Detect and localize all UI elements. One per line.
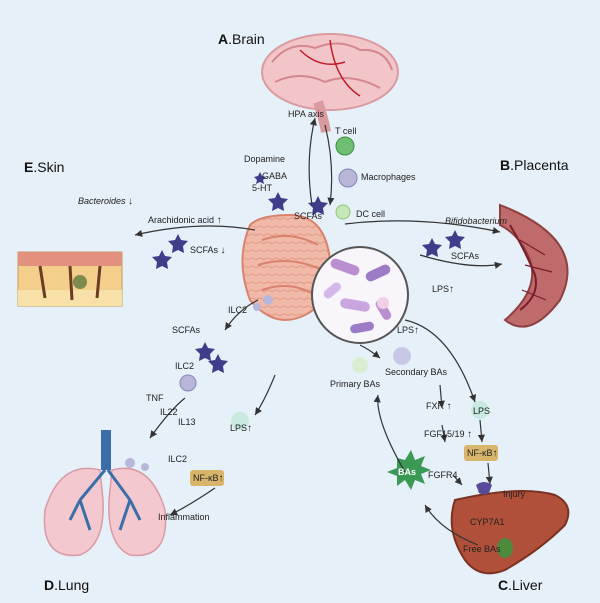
liver-illustration — [450, 490, 570, 575]
label-scfas-placenta: SCFAs — [451, 251, 480, 261]
label-inflammation: Inflammation — [158, 512, 210, 522]
label-macrophages: Macrophages — [361, 172, 416, 182]
title-brain: A.Brain — [218, 31, 265, 47]
label-t-cell: T cell — [335, 126, 357, 136]
label-fxr: FXR ↑ — [426, 401, 452, 412]
lung-illustration — [43, 430, 167, 557]
label-arachidonic-acid: Arachidonic acid ↑ — [148, 215, 222, 226]
label-lps-liver2: LPS — [473, 406, 491, 416]
cell-markers — [125, 136, 489, 471]
placenta-illustration — [499, 203, 569, 328]
label-ilc2-mid: ILC2 — [175, 361, 195, 371]
label-5ht: 5-HT — [252, 183, 272, 193]
scfa-star-markers — [152, 172, 465, 373]
title-placenta: B.Placenta — [500, 157, 569, 173]
label-scfas-lung: SCFAs — [172, 325, 201, 335]
label-bas: BAs — [398, 467, 417, 477]
label-fgfr4: FGFR4 — [428, 470, 458, 480]
label-nfkb-liver: NF-κB↑ — [467, 448, 498, 459]
fgfr4-receptor — [476, 482, 492, 495]
label-dopamine: Dopamine — [244, 154, 286, 164]
label-bacteroides: Bacteroides ↓ — [78, 196, 134, 207]
label-lps-lung: LPS↑ — [230, 423, 253, 434]
label-gaba: GABA — [262, 171, 288, 181]
label-bifidobacterium: Bifidobacterium — [445, 216, 508, 226]
label-secondary-bas: Secondary BAs — [385, 367, 448, 377]
label-injury: Injury — [503, 489, 526, 499]
label-scfas-brain: SCFAs — [294, 211, 323, 221]
label-fgf1519: FGF15/19 ↑ — [424, 429, 473, 440]
title-liver: C.Liver — [498, 577, 543, 593]
title-skin: E.Skin — [24, 159, 65, 175]
label-nfkb-lung: NF-κB↑ — [193, 473, 224, 484]
label-dc-cell: DC cell — [356, 209, 386, 219]
label-tnf: TNF — [146, 393, 164, 403]
label-ilc2-lung: ILC2 — [168, 454, 188, 464]
brain-illustration — [261, 33, 399, 133]
label-hpa-axis: HPA axis — [288, 109, 324, 119]
pathway-arrows — [134, 117, 503, 546]
title-lung: D.Lung — [44, 577, 90, 593]
label-ilc2-gut: ILC2 — [228, 305, 248, 315]
label-il13: IL13 — [178, 417, 196, 427]
label-il22: IL22 — [160, 407, 178, 417]
label-cyp7a1: CYP7A1 — [470, 517, 505, 527]
bacteria-magnifier — [311, 246, 409, 344]
label-lps-liver: LPS↑ — [397, 325, 420, 336]
label-lps-placenta: LPS↑ — [432, 284, 455, 295]
skin-illustration — [17, 251, 123, 307]
nfkb-lung-box — [190, 470, 224, 486]
label-free-bas: Free BAs — [463, 544, 501, 554]
label-scfas-skin: SCFAs ↓ — [190, 245, 226, 256]
nfkb-liver-box — [464, 445, 498, 461]
label-primary-bas: Primary BAs — [330, 379, 381, 389]
